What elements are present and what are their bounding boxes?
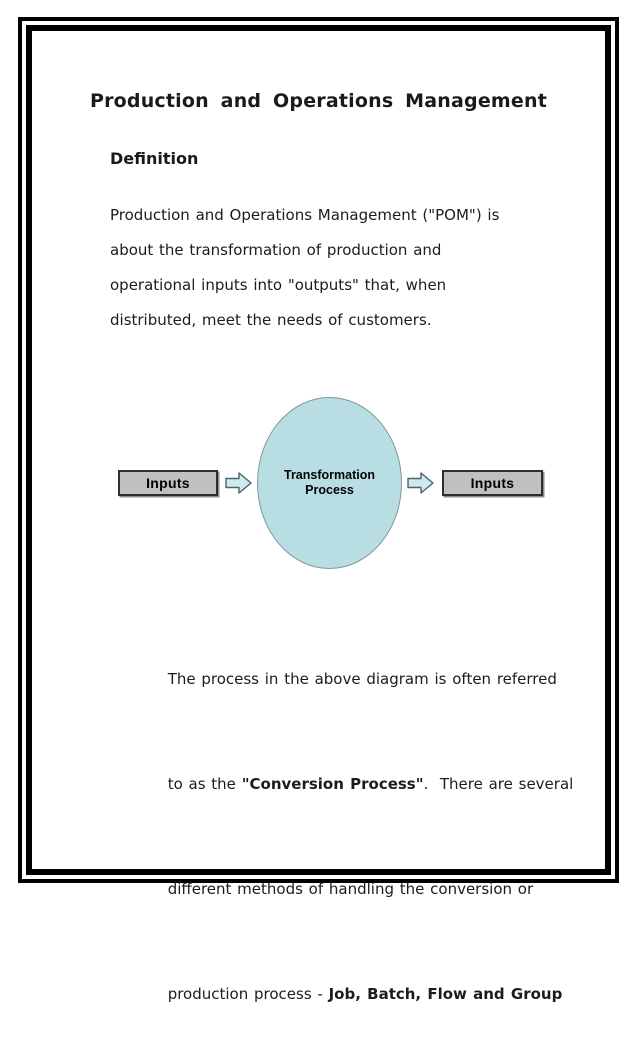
- transformation-diagram: Inputs Transformation Process Inputs: [118, 397, 605, 569]
- transformation-process-label: Transformation Process: [284, 468, 375, 497]
- paragraph-line: production process - Job, Batch, Flow an…: [110, 942, 563, 1047]
- paragraph-line: The process in the above diagram is ofte…: [110, 627, 557, 732]
- paragraph-line: to as the "Conversion Process". There ar…: [110, 732, 574, 837]
- paragraph-line: different methods of handling the conver…: [110, 837, 533, 942]
- definition-heading: Definition: [110, 149, 199, 168]
- transformation-process-ellipse: Transformation Process: [257, 397, 402, 569]
- paragraph-line: Production and Operations Management ("P…: [110, 206, 500, 224]
- intro-paragraph: Production and Operations Management ("P…: [110, 198, 525, 338]
- paragraph-line: operational inputs into "outputs" that, …: [110, 276, 447, 294]
- inputs-box-right-label: Inputs: [470, 475, 515, 491]
- paragraph-line: about the transformation of production a…: [110, 241, 442, 259]
- paragraph-text: The process in the above diagram is ofte…: [167, 670, 557, 688]
- page-border-inner: Production and Operations Management Def…: [26, 25, 611, 1003]
- paragraph-text-bold: "Conversion Process": [241, 775, 424, 793]
- closing-paragraph: The process in the above diagram is ofte…: [110, 627, 574, 1047]
- inputs-box-right: Inputs: [442, 470, 543, 496]
- right-arrow-icon: [225, 472, 252, 494]
- paragraph-text: . There are several: [423, 775, 574, 793]
- inputs-box-left: Inputs: [118, 470, 218, 496]
- page-content: Production and Operations Management Def…: [32, 31, 605, 1003]
- paragraph-line: distributed, meet the needs of customers…: [110, 311, 432, 329]
- paragraph-text: to as the: [167, 775, 242, 793]
- page-border-outer: Production and Operations Management Def…: [18, 17, 619, 1003]
- inputs-box-left-label: Inputs: [146, 475, 190, 491]
- paragraph-text-bold: Job, Batch, Flow and Group: [328, 985, 563, 1003]
- page-title: Production and Operations Management: [89, 90, 548, 112]
- right-arrow-icon: [407, 472, 434, 494]
- paragraph-text: different methods of handling the conver…: [167, 880, 534, 898]
- paragraph-text: production process -: [167, 985, 329, 1003]
